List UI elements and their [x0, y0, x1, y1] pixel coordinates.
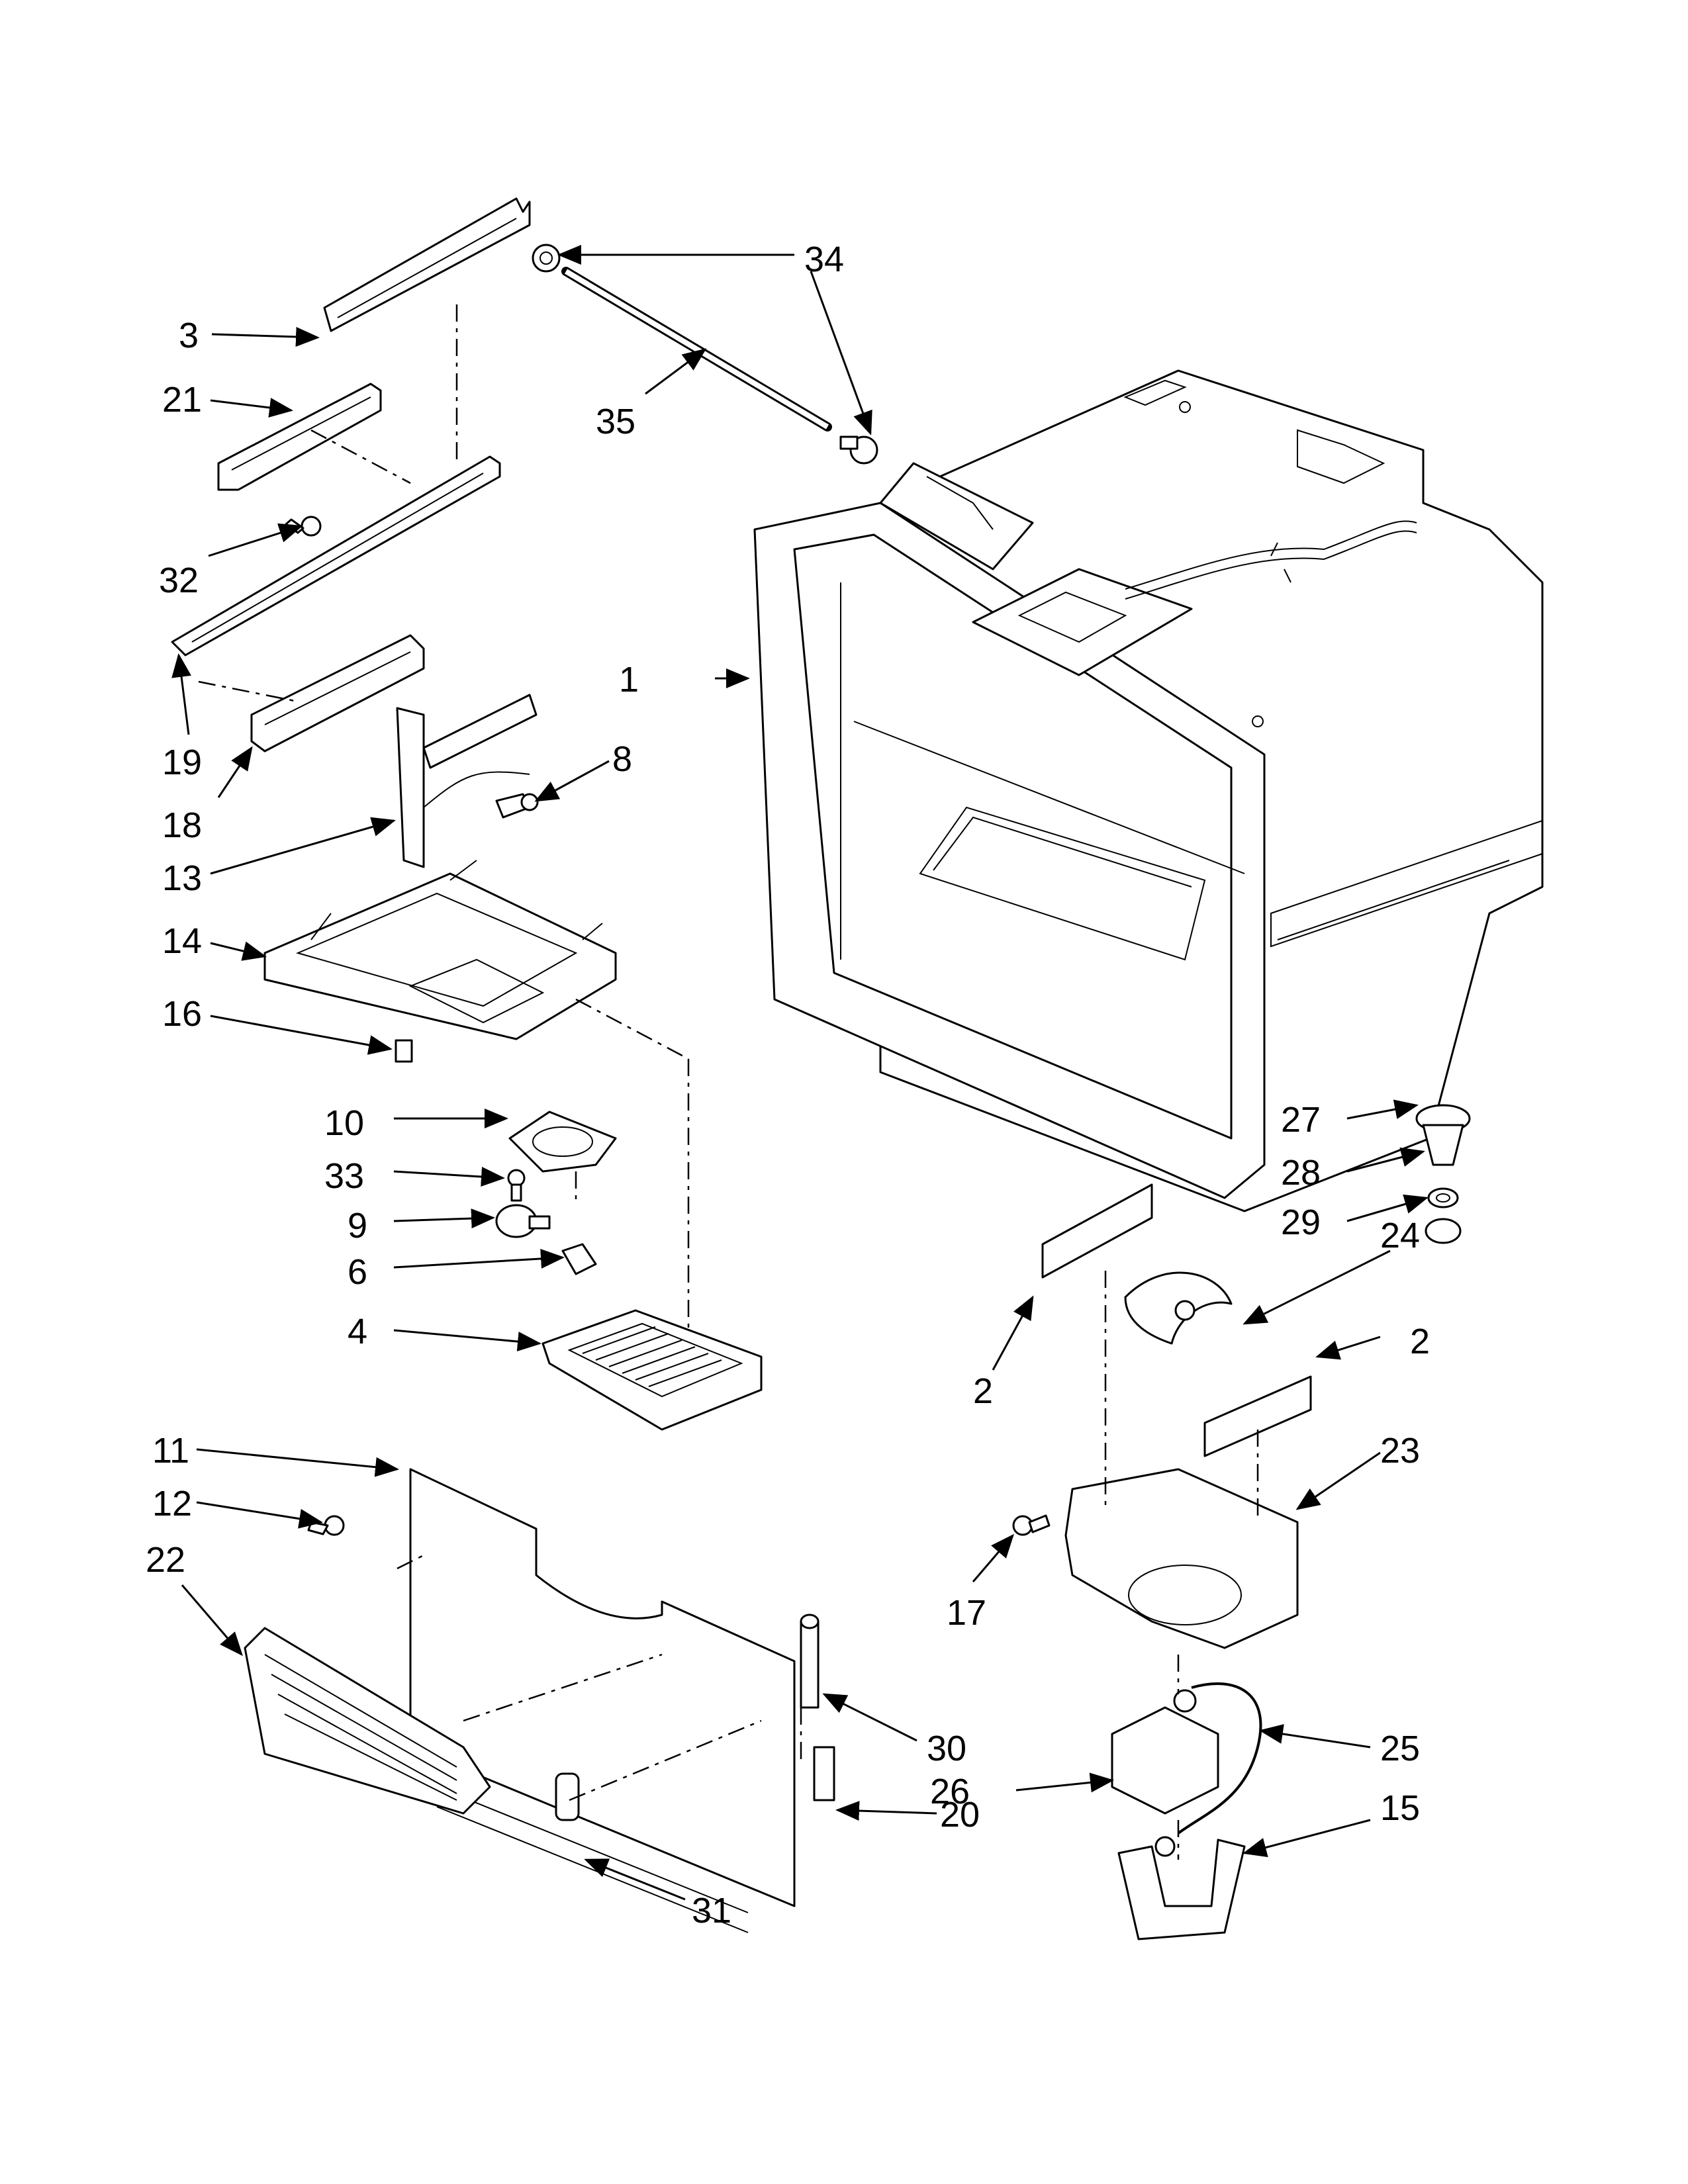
callout-33: 33 [324, 1156, 364, 1196]
part-26-fan-motor [1111, 1689, 1219, 1815]
part-28-washer [1427, 1187, 1459, 1208]
callout-11: 11 [152, 1431, 189, 1471]
callout-30: 30 [927, 1729, 966, 1768]
part-14-tray [263, 860, 617, 1040]
callout-20: 20 [940, 1795, 980, 1835]
callout-19: 19 [162, 743, 202, 782]
part-23-fan-shroud [1064, 1468, 1299, 1649]
part-9-lamp [495, 1204, 551, 1238]
callout-35: 35 [596, 402, 635, 441]
callout-22: 22 [146, 1540, 185, 1580]
callout-2-left: 2 [973, 1371, 993, 1411]
part-33-screw [507, 1169, 526, 1202]
callout-34: 34 [804, 240, 844, 279]
callout-29: 29 [1281, 1203, 1321, 1242]
part-3-top-rail [323, 197, 531, 332]
leader-lines [171, 245, 1429, 1901]
part-20-strip [813, 1746, 835, 1801]
part-25-wire [1177, 1682, 1262, 1835]
callout-21: 21 [162, 380, 202, 420]
part-21-rail-bracket [217, 383, 382, 491]
callout-16: 16 [162, 994, 202, 1034]
part-22-vent-grille [244, 1627, 491, 1815]
callout-6: 6 [348, 1252, 367, 1292]
callout-32: 32 [159, 561, 199, 600]
callout-labels: 34 35 3 21 32 19 18 8 13 14 16 10 33 9 6… [146, 240, 1430, 1931]
callout-26: 26 [930, 1772, 970, 1811]
callout-14: 14 [162, 921, 202, 961]
callout-27: 27 [1281, 1100, 1321, 1140]
part-13-bracket [396, 694, 538, 868]
callout-17: 17 [947, 1593, 986, 1633]
part-32-screw [285, 516, 322, 537]
part-6-socket [561, 1243, 597, 1275]
part-18-rail-support [250, 634, 425, 752]
callout-10: 10 [324, 1103, 364, 1143]
callout-28: 28 [1281, 1153, 1321, 1193]
callout-12: 12 [152, 1484, 192, 1524]
part-10-housing [508, 1111, 617, 1173]
part-11-panel [409, 1468, 796, 1933]
callout-13: 13 [162, 858, 202, 898]
callout-24: 24 [1380, 1216, 1420, 1255]
part-27-drain-fitting [1415, 1104, 1471, 1166]
part-16-clip [395, 1039, 413, 1063]
callout-9: 9 [348, 1206, 367, 1246]
part-15-motor-bracket [1117, 1836, 1246, 1940]
part-29-cap [1425, 1218, 1462, 1244]
callout-31: 31 [692, 1891, 731, 1931]
part-30-sensor [800, 1614, 820, 1709]
alignment-lines [198, 304, 1259, 1860]
part-1-freezer-housing [753, 369, 1544, 1212]
callout-3: 3 [179, 316, 199, 355]
callout-1: 1 [619, 660, 639, 700]
callout-8: 8 [612, 739, 632, 779]
callout-15: 15 [1380, 1788, 1420, 1828]
part-19-slide-rail [171, 455, 501, 657]
part-17-screw [1012, 1514, 1051, 1536]
part-4-grille-tray [541, 1309, 763, 1431]
callout-2-right: 2 [1410, 1322, 1430, 1361]
callout-25: 25 [1380, 1729, 1420, 1768]
part-2-insulation-pad-b [1203, 1375, 1312, 1457]
callout-4: 4 [348, 1312, 367, 1351]
callout-23: 23 [1380, 1431, 1420, 1471]
callout-18: 18 [162, 805, 202, 845]
part-24-fan-blade [1124, 1271, 1233, 1345]
part-12-screw [307, 1515, 345, 1536]
part-8-screw [495, 793, 539, 819]
part-2-insulation-pad-a [1041, 1183, 1153, 1279]
